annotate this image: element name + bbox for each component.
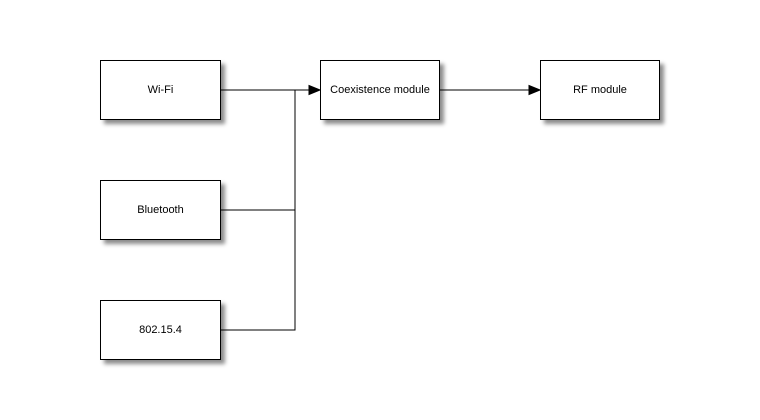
node-coexistence-module-label: Coexistence module	[330, 84, 430, 96]
node-802-15-4: 802.15.4	[100, 300, 221, 360]
node-coexistence-module: Coexistence module	[320, 60, 440, 120]
node-rf-module-label: RF module	[573, 84, 627, 96]
arrowhead-icon	[528, 84, 542, 96]
node-rf-module: RF module	[540, 60, 660, 120]
node-wifi-label: Wi-Fi	[147, 84, 174, 96]
node-bluetooth-label: Bluetooth	[137, 204, 184, 216]
arrowhead-icon	[308, 84, 322, 96]
edge-wifi-to-coexistence	[221, 84, 322, 96]
node-wifi: Wi-Fi	[100, 60, 221, 120]
edge-coexistence-to-rf	[440, 84, 542, 96]
node-bluetooth: Bluetooth	[100, 180, 221, 240]
node-802-15-4-label: 802.15.4	[139, 324, 182, 336]
